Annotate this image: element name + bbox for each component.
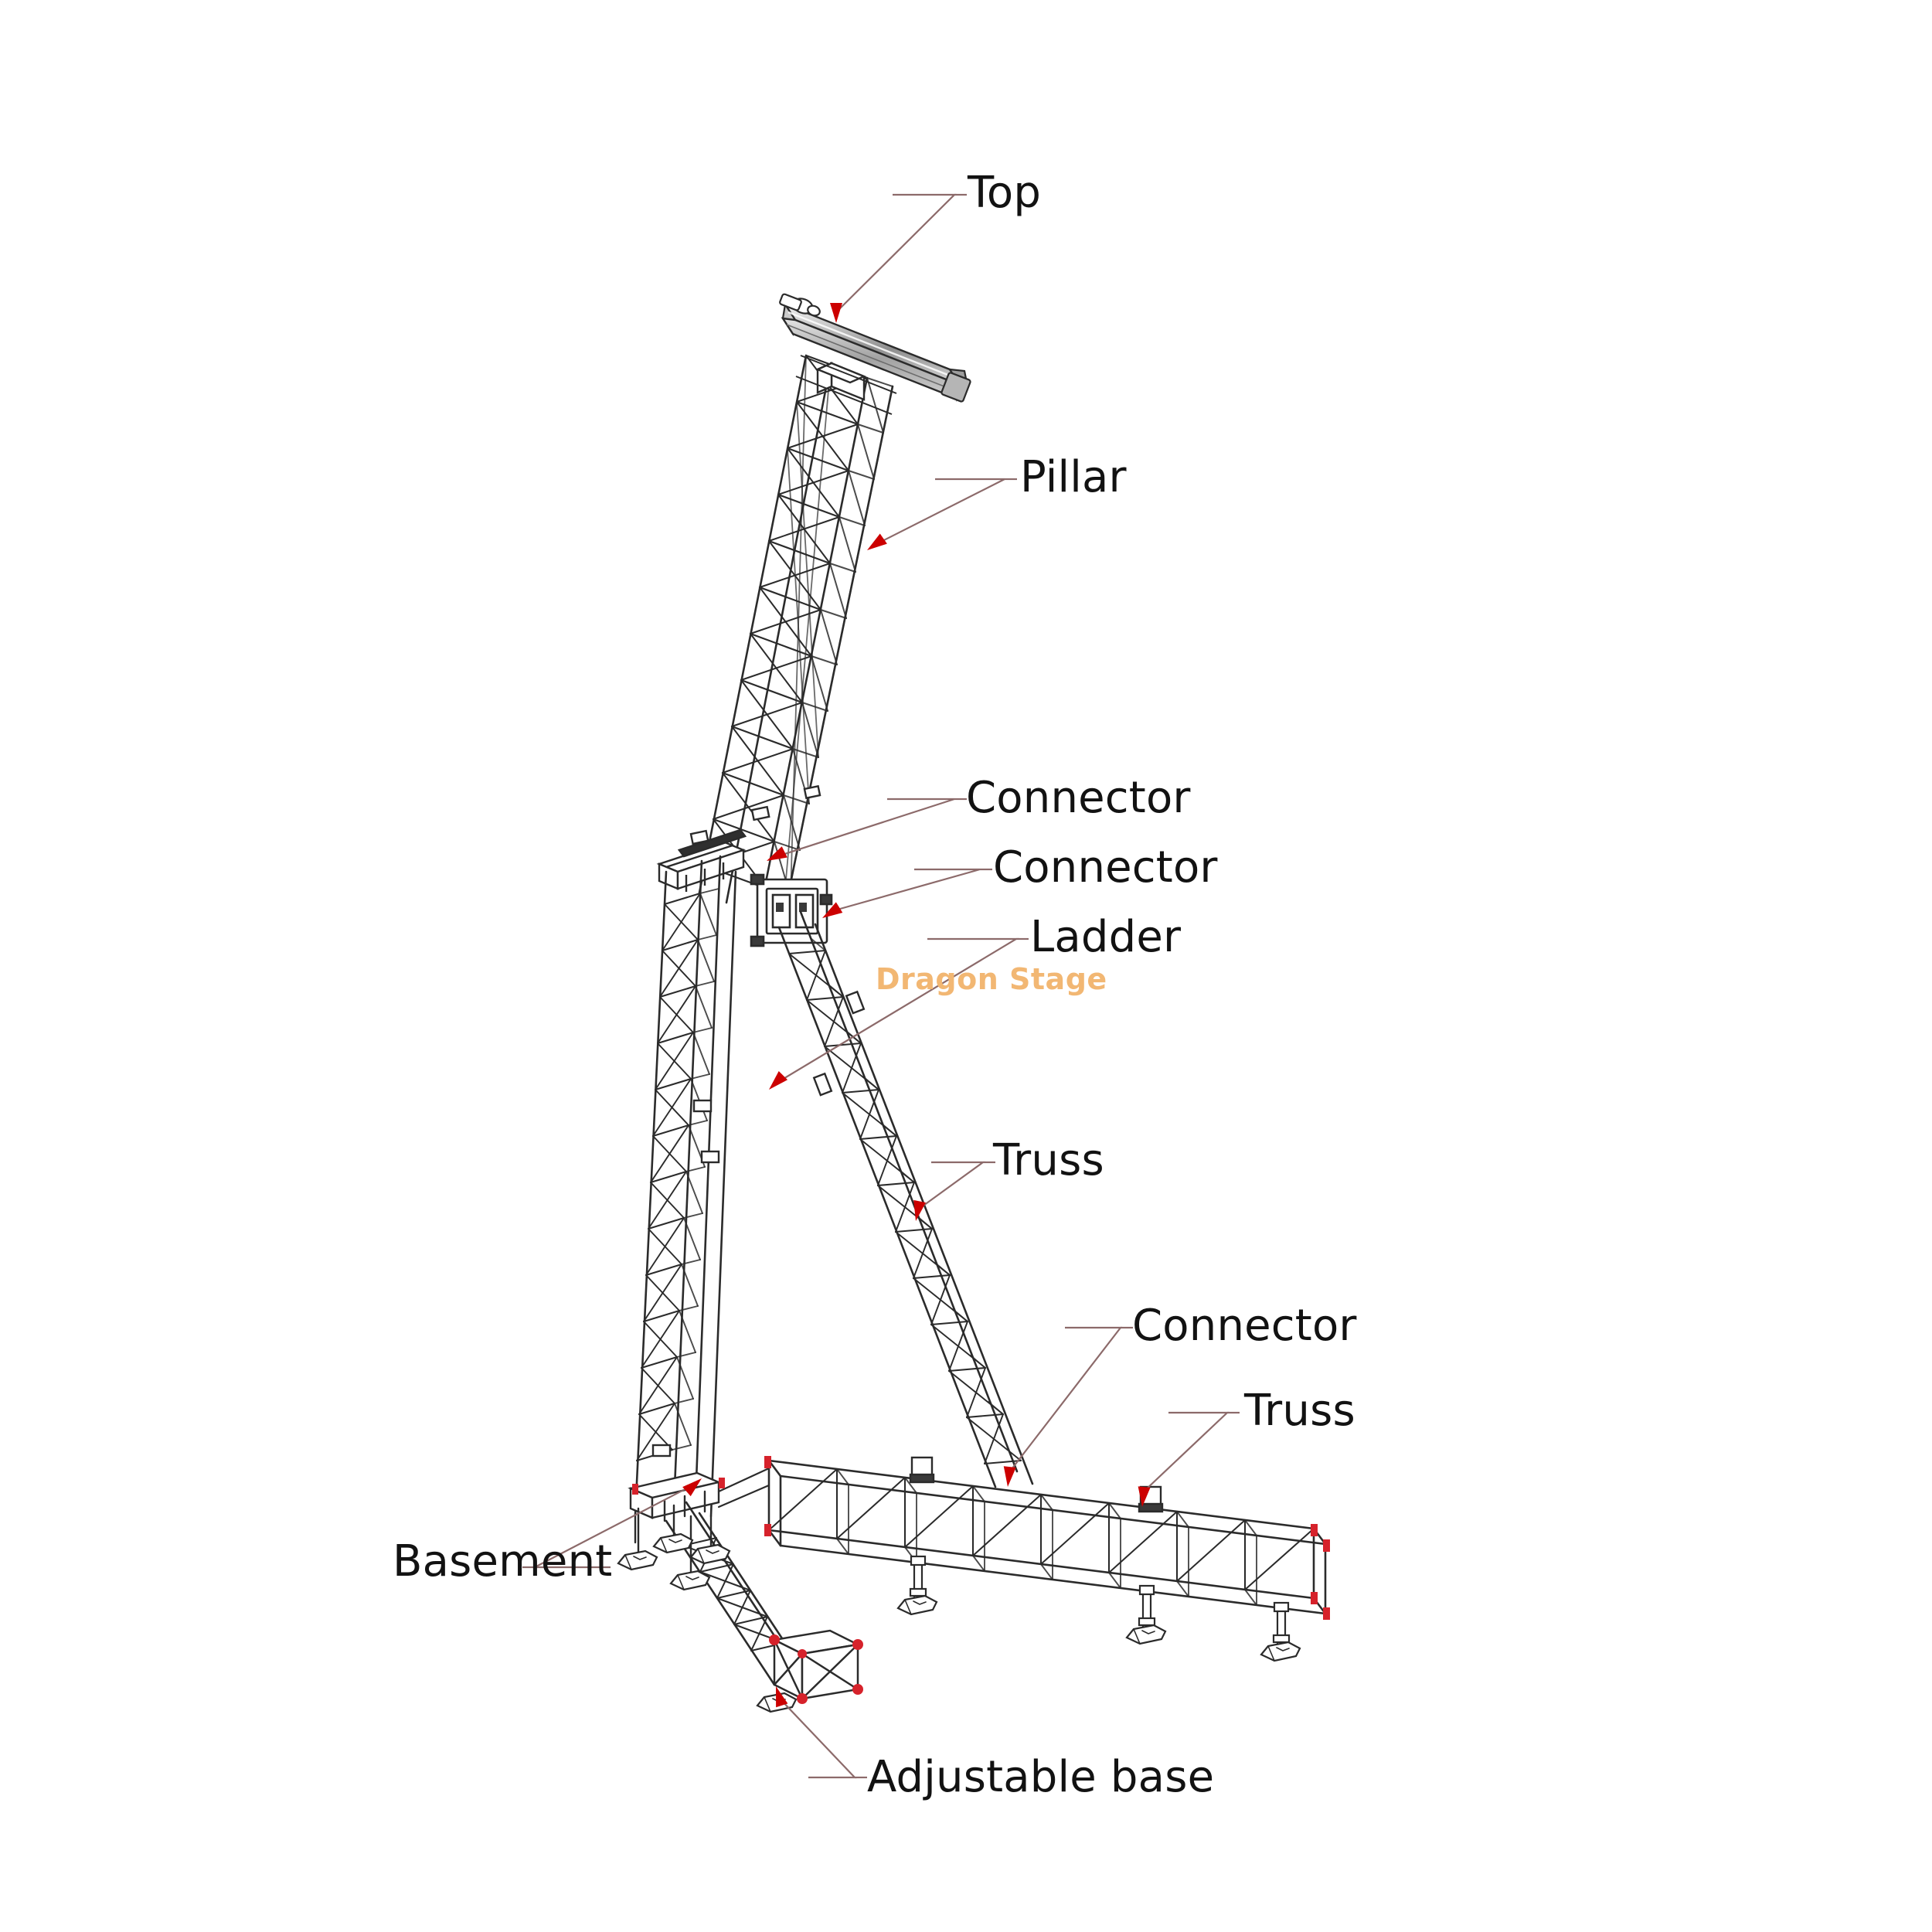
callout-label-adjustable-base: Adjustable base — [867, 1752, 1215, 1802]
leader-arrowhead-connector-mid — [822, 902, 843, 918]
diagonal-brace-truss — [777, 910, 1034, 1488]
top-rail-beam — [779, 293, 971, 415]
leader-arrowhead-ladder — [769, 1070, 788, 1090]
horizontal-base-truss — [767, 1456, 1327, 1661]
leader-arrowhead-connector-upper — [767, 846, 787, 861]
callout-label-top: Top — [968, 168, 1042, 218]
callout-leader-lines — [522, 193, 1240, 1779]
leader-line-connector-lower — [1009, 1326, 1123, 1473]
callout-label-connector-lower: Connector — [1132, 1301, 1357, 1351]
callout-label-truss-base: Truss — [1244, 1386, 1355, 1436]
leader-arrowhead-adjustable-base — [776, 1686, 788, 1708]
callout-label-ladder: Ladder — [1030, 912, 1182, 962]
leader-arrowhead-top — [830, 303, 842, 323]
callout-label-pillar: Pillar — [1020, 452, 1127, 502]
leader-arrowhead-truss-base — [1138, 1486, 1151, 1507]
dragon-stage-watermark: Dragon Stage — [876, 962, 1107, 996]
leader-line-top — [835, 193, 957, 313]
mid-connector-block — [656, 828, 833, 947]
leader-line-truss-diagonal — [917, 1161, 986, 1210]
leader-arrowhead-truss-diagonal — [913, 1199, 926, 1221]
callout-label-basement: Basement — [393, 1536, 613, 1587]
leader-arrowhead-basement — [682, 1478, 702, 1497]
leader-line-connector-mid — [834, 868, 981, 912]
leader-line-connector-upper — [772, 798, 955, 859]
callout-label-truss-diagonal: Truss — [993, 1135, 1104, 1185]
ladder-truss — [634, 855, 737, 1518]
callout-label-connector-mid: Connector — [993, 842, 1218, 893]
leader-arrowhead-connector-lower — [1003, 1466, 1016, 1487]
leader-line-adjustable-base — [779, 1698, 857, 1779]
basement-truss — [617, 1467, 863, 1713]
leader-line-pillar — [874, 478, 1005, 546]
red-joint-markers — [632, 1456, 1330, 1620]
leader-line-truss-base — [1143, 1411, 1230, 1492]
leader-arrowhead-pillar — [867, 533, 887, 550]
callout-label-connector-upper: Connector — [966, 773, 1191, 823]
